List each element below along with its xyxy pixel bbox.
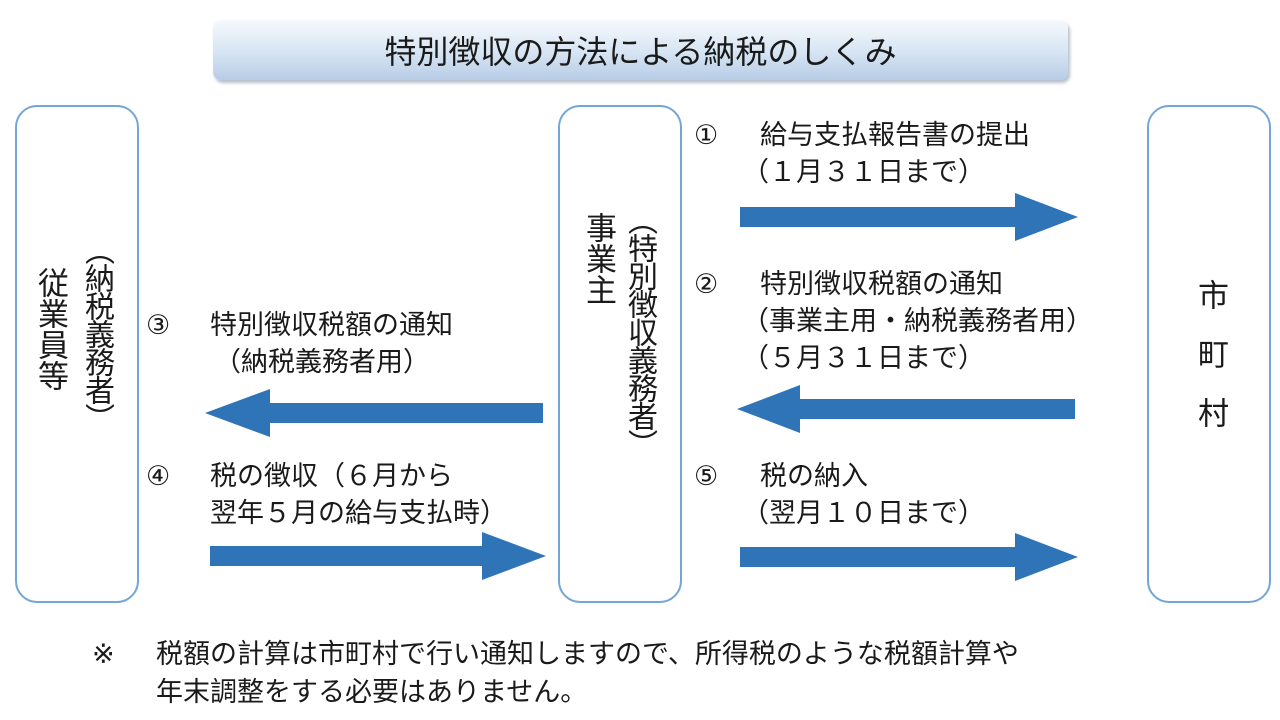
employee-sublabel: （納税義務者）	[79, 235, 114, 431]
step2-recipients: （事業主用・納税義務者用）	[742, 306, 1093, 337]
diagram-title: 特別徴収の方法による納税のしくみ	[213, 20, 1068, 80]
note-text: 税額の計算は市町村で行い通知しますので、所得税のような税額計算や 年末調整をする…	[156, 636, 1019, 712]
arrow-step2-to-employer	[737, 385, 1075, 433]
step3-label: 特別徴収税額の通知	[210, 310, 453, 341]
step2-deadline: （５月３１日まで）	[742, 343, 985, 374]
diagram-title-text: 特別徴収の方法による納税のしくみ	[384, 33, 897, 71]
step1-deadline: （１月３１日まで）	[742, 157, 985, 188]
city-box: 市町村	[1147, 105, 1271, 603]
note-line2: 年末調整をする必要はありません。	[156, 677, 588, 708]
step2-number: ②	[694, 269, 719, 300]
employer-sublabel: （特別徴収義務者）	[622, 205, 657, 457]
employer-label: 事業主	[580, 212, 616, 305]
note-line1: 税額の計算は市町村で行い通知しますので、所得税のような税額計算や	[156, 639, 1019, 670]
step4-number: ④	[146, 461, 171, 492]
step5-number: ⑤	[694, 461, 719, 492]
step1-label: 給与支払報告書の提出	[760, 120, 1030, 151]
arrow-step1-to-city	[740, 193, 1078, 241]
step3-number: ③	[146, 310, 171, 341]
arrow-step4-to-employer	[210, 532, 546, 580]
arrow-step3-to-employee	[205, 389, 543, 437]
city-label: 市町村	[1192, 279, 1228, 456]
employee-label: 従業員等	[32, 267, 68, 391]
step4-label: 税の徴収（６月から	[210, 461, 453, 492]
step3-recipients: （納税義務者用）	[214, 347, 430, 378]
step2-label: 特別徴収税額の通知	[760, 269, 1003, 300]
employee-box: 従業員等 （納税義務者）	[15, 105, 139, 603]
step4-detail: 翌年５月の給与支払時）	[210, 498, 507, 529]
note-mark: ※	[92, 639, 115, 670]
step5-deadline: （翌月１０日まで）	[742, 498, 985, 529]
arrow-step5-to-city	[740, 533, 1078, 581]
step5-label: 税の納入	[760, 461, 868, 492]
step1-number: ①	[694, 120, 719, 151]
employer-box: 事業主 （特別徴収義務者）	[558, 105, 682, 603]
